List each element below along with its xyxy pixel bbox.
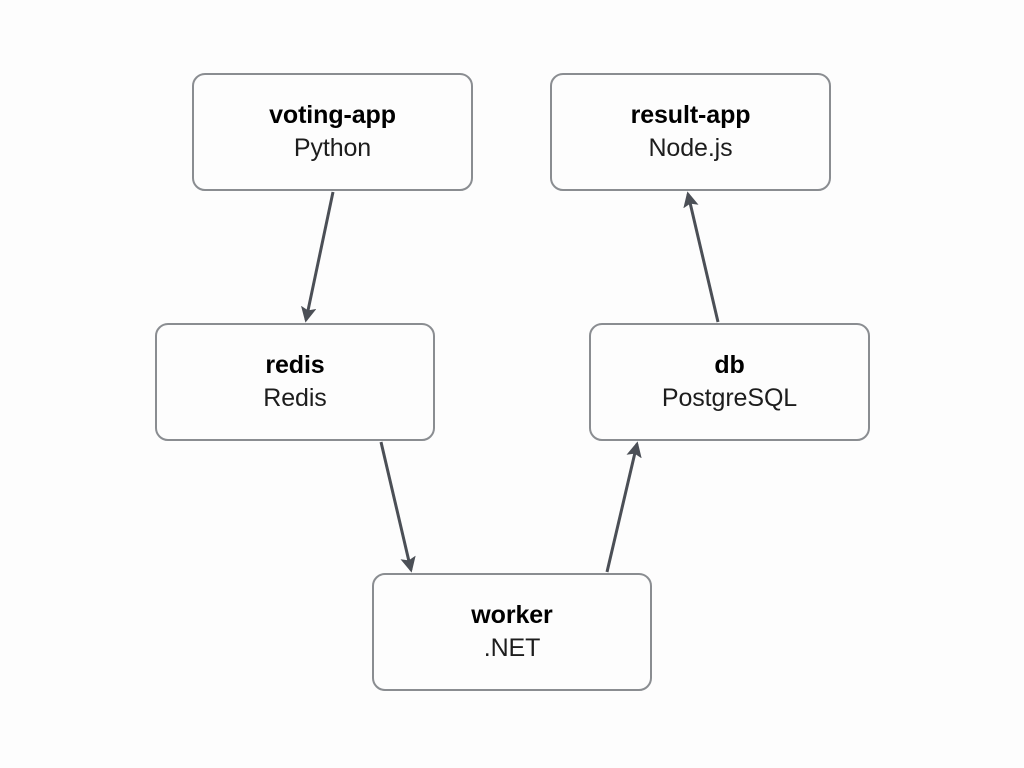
node-db[interactable]: db PostgreSQL — [589, 323, 870, 441]
edge-redis-to-worker — [379, 441, 416, 573]
node-subtitle: PostgreSQL — [661, 384, 798, 412]
node-subtitle: .NET — [483, 634, 541, 662]
edge-voting-app-to-redis — [301, 191, 335, 323]
node-subtitle: Python — [293, 134, 372, 162]
node-title: worker — [471, 601, 553, 629]
node-title: db — [714, 351, 745, 379]
node-title: voting-app — [269, 101, 396, 129]
node-voting-app[interactable]: voting-app Python — [192, 73, 473, 191]
node-result-app[interactable]: result-app Node.js — [550, 73, 831, 191]
node-subtitle: Redis — [263, 384, 327, 412]
node-redis[interactable]: redis Redis — [155, 323, 435, 441]
edge-worker-to-db — [605, 441, 642, 573]
node-subtitle: Node.js — [648, 134, 733, 162]
edge-db-to-result-app — [683, 191, 720, 323]
node-title: redis — [265, 351, 325, 379]
node-title: result-app — [630, 101, 751, 129]
node-worker[interactable]: worker .NET — [372, 573, 652, 691]
